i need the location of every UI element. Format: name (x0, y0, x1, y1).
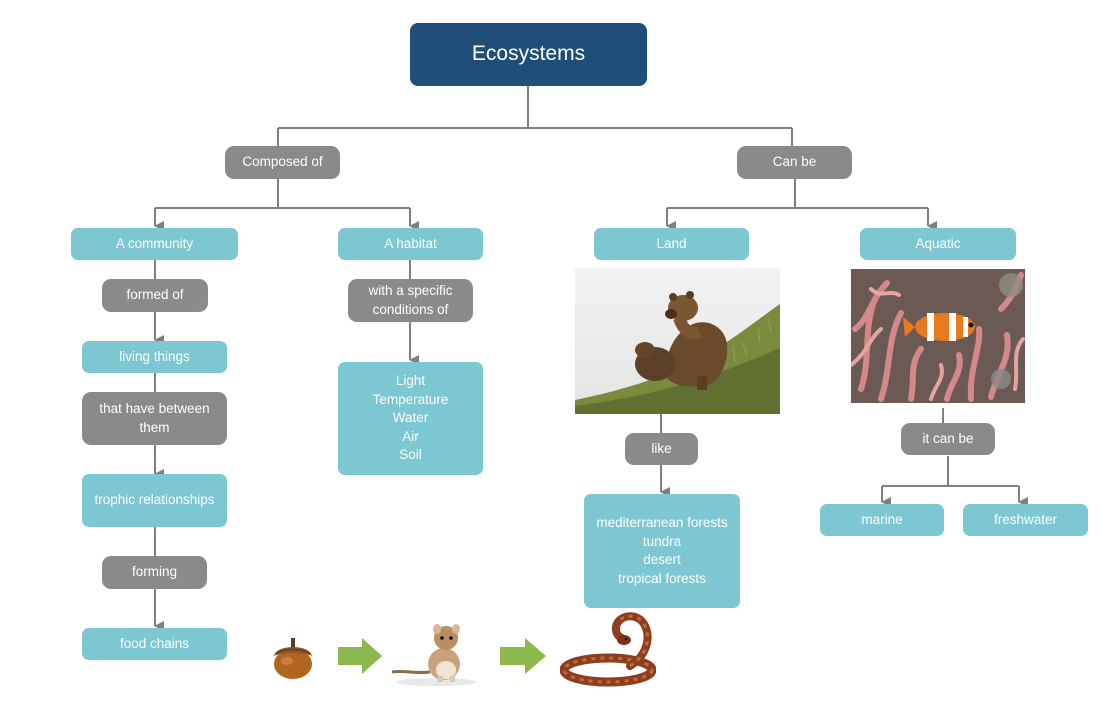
connector-root-to-branches (277, 86, 793, 146)
linker-composed-of[interactable]: Composed of (225, 146, 340, 179)
clownfish-photo (851, 269, 1025, 403)
concept-habitat[interactable]: A habitat (338, 228, 483, 260)
concept-freshwater[interactable]: freshwater (963, 504, 1088, 536)
acorn-icon (266, 632, 320, 682)
linker-it-can-be[interactable]: it can be (901, 423, 995, 455)
condition-item: Soil (399, 447, 422, 463)
concept-trophic-relationships[interactable]: trophic relationships (82, 474, 227, 527)
linker-that-have-between[interactable]: that have between them (82, 392, 227, 445)
condition-item: Water (392, 410, 429, 426)
condition-item: Light (395, 373, 426, 389)
land-type-item: mediterranean forests (596, 515, 728, 530)
connector-itcanbe-split (882, 456, 1019, 487)
concept-marine[interactable]: marine (820, 504, 944, 536)
concept-living-things[interactable]: living things (82, 341, 227, 373)
linker-with-specific-conditions[interactable]: with a specific conditions of (348, 279, 473, 322)
concept-conditions-list[interactable]: Light Temperature Water Air Soil (338, 362, 483, 475)
concept-aquatic[interactable]: Aquatic (860, 228, 1016, 260)
concept-land[interactable]: Land (594, 228, 749, 260)
linker-can-be[interactable]: Can be (737, 146, 852, 179)
connector-composed-split (155, 178, 410, 209)
condition-item: Air (402, 428, 419, 444)
concept-food-chains[interactable]: food chains (82, 628, 227, 660)
linker-like[interactable]: like (625, 433, 698, 465)
land-type-item: desert (643, 552, 681, 567)
linker-forming[interactable]: forming (102, 556, 207, 589)
right-arrow-icon (338, 636, 382, 676)
right-arrow-icon (500, 636, 546, 676)
connector-canbe-split (667, 178, 928, 209)
linker-formed-of[interactable]: formed of (102, 279, 208, 312)
land-type-item: tundra (642, 533, 682, 549)
condition-item: Temperature (372, 391, 449, 407)
gerbil-icon (390, 616, 482, 688)
concept-land-types[interactable]: mediterranean forests tundra desert trop… (584, 494, 740, 608)
concept-community[interactable]: A community (71, 228, 238, 260)
bear-photo (575, 268, 780, 414)
land-type-item: tropical forests (618, 570, 706, 586)
snake-icon (560, 608, 656, 688)
root-node[interactable]: Ecosystems (410, 23, 647, 86)
